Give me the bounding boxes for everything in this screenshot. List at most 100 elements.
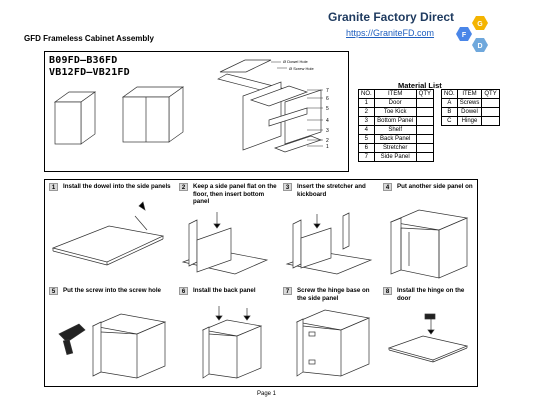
hw-qty	[481, 116, 500, 126]
header-no-hw: NO.	[441, 89, 458, 99]
part-number-6: 6	[326, 96, 329, 102]
row-qty	[415, 134, 435, 144]
hw-item: Dowel	[456, 107, 483, 117]
material-list-title: Material List	[398, 81, 442, 90]
model-range-1: B09FD–B36FD	[49, 55, 118, 66]
logo-hex-f	[456, 27, 472, 41]
step-8: 8 Install the hinge on the door	[379, 284, 477, 386]
row-qty	[415, 125, 435, 135]
material-list-table: NO. ITEM QTY NO. ITEM QTY 1 Door A Screw…	[358, 89, 500, 162]
row-no: 4	[358, 125, 375, 135]
step-number: 5	[49, 287, 58, 295]
row-no: 2	[358, 107, 375, 117]
step-instruction: Insert the stretcher and kickboard	[297, 183, 366, 198]
step-1: 1 Install the dowel into the side panels	[45, 180, 175, 284]
cabinet-illustrations: Ø Dowel Hole Ø Screw Hole 7 6 5 4 3 2 1	[53, 59, 329, 153]
table-row: 6 Stretcher	[358, 143, 500, 153]
row-item: Stretcher	[373, 143, 417, 153]
part-number-4: 4	[326, 118, 329, 124]
screw-hole-label: Ø Screw Hole	[289, 66, 314, 71]
table-row: 1 Door A Screws	[358, 98, 500, 108]
overview-panel: B09FD–B36FD VB12FD–VB21FD	[44, 51, 349, 172]
step-5-drawing	[58, 313, 167, 379]
step-3: 3 Insert the stretcher and kickboard	[279, 180, 379, 284]
logo-letter-g: G	[477, 21, 483, 28]
step-number: 7	[283, 287, 292, 295]
step-number: 3	[283, 183, 292, 191]
row-no: 1	[358, 98, 375, 108]
row-qty	[415, 152, 435, 162]
step-8-drawing	[387, 313, 469, 363]
step-5: 5 Put the screw into the screw hole	[45, 284, 175, 386]
hw-no: A	[441, 98, 458, 108]
step-2: 2 Keep a side panel flat on the floor, t…	[175, 180, 279, 284]
table-row: 4 Shelf	[358, 125, 500, 135]
part-number-7: 7	[326, 88, 329, 94]
row-no: 5	[358, 134, 375, 144]
row-no: 7	[358, 152, 375, 162]
step-instruction: Put another side panel on	[397, 183, 473, 190]
row-qty	[415, 98, 435, 108]
step-1-drawing	[51, 201, 165, 266]
step-instruction: Install the hinge on the door	[397, 287, 465, 302]
step-6: 6 Install the back panel	[175, 284, 279, 386]
step-number: 2	[179, 183, 188, 191]
assembly-steps-panel: 1 Install the dowel into the side panels…	[44, 179, 478, 387]
row-qty	[415, 107, 435, 117]
step-number: 8	[383, 287, 392, 295]
header-qty-hw: QTY	[481, 89, 500, 99]
doc-title: GFD Frameless Cabinet Assembly	[24, 34, 154, 43]
step-number: 6	[179, 287, 188, 295]
row-qty	[415, 116, 435, 126]
hw-no: C	[441, 116, 458, 126]
hw-item: Hinge	[456, 116, 483, 126]
table-row: 5 Back Panel	[358, 134, 500, 144]
part-number-5: 5	[326, 106, 329, 112]
brand-name: Granite Factory Direct	[328, 10, 455, 24]
row-item: Shelf	[373, 125, 417, 135]
part-number-1: 1	[326, 144, 329, 150]
header-no: NO.	[358, 89, 375, 99]
exploded-view-drawing	[217, 59, 323, 153]
step-number: 1	[49, 183, 58, 191]
table-row: 2 Toe Kick B Dowel	[358, 107, 500, 117]
row-item: Bottom Panel	[373, 116, 417, 126]
header-qty: QTY	[415, 89, 435, 99]
row-no: 6	[358, 143, 375, 153]
row-item: Toe Kick	[373, 107, 417, 117]
brand-url-link[interactable]: https://GraniteFD.com	[346, 28, 435, 38]
logo-hex-g	[472, 16, 488, 30]
gfd-logo: G F D	[456, 16, 488, 52]
row-no: 3	[358, 116, 375, 126]
part-number-3: 3	[326, 128, 329, 134]
row-item: Back Panel	[373, 134, 417, 144]
step-instruction: Install the back panel	[193, 287, 256, 294]
step-6-drawing	[201, 306, 263, 379]
step-instruction: Screw the hinge base on the side panel	[297, 287, 370, 302]
step-number: 4	[383, 183, 392, 191]
hw-item: Screws	[456, 98, 483, 108]
step-4-drawing	[389, 209, 469, 279]
step-2-drawing	[181, 212, 269, 275]
part-number-2: 2	[326, 138, 329, 144]
page-number: Page 1	[256, 391, 277, 397]
hw-no: B	[441, 107, 458, 117]
step-3-drawing	[285, 212, 373, 275]
step-4: 4 Put another side panel on	[379, 180, 477, 284]
step-7: 7 Screw the hinge base on the side panel	[279, 284, 379, 386]
header-item: ITEM	[373, 89, 417, 99]
header-item-hw: ITEM	[456, 89, 483, 99]
double-door-cabinet-drawing	[121, 86, 185, 143]
row-item: Door	[373, 98, 417, 108]
step-instruction: Install the dowel into the side panels	[63, 183, 171, 190]
step-instruction: Keep a side panel flat on the floor, the…	[193, 183, 277, 205]
logo-hex-d	[472, 38, 488, 52]
step-7-drawing	[295, 309, 371, 377]
model-range-2: VB12FD–VB21FD	[49, 67, 130, 78]
hw-qty	[481, 98, 500, 108]
dowel-hole-label: Ø Dowel Hole	[283, 59, 308, 64]
table-row: 3 Bottom Panel C Hinge	[358, 116, 500, 126]
logo-letter-f: F	[462, 32, 467, 39]
row-qty	[415, 143, 435, 153]
table-row: 7 Side Panel	[358, 152, 500, 162]
